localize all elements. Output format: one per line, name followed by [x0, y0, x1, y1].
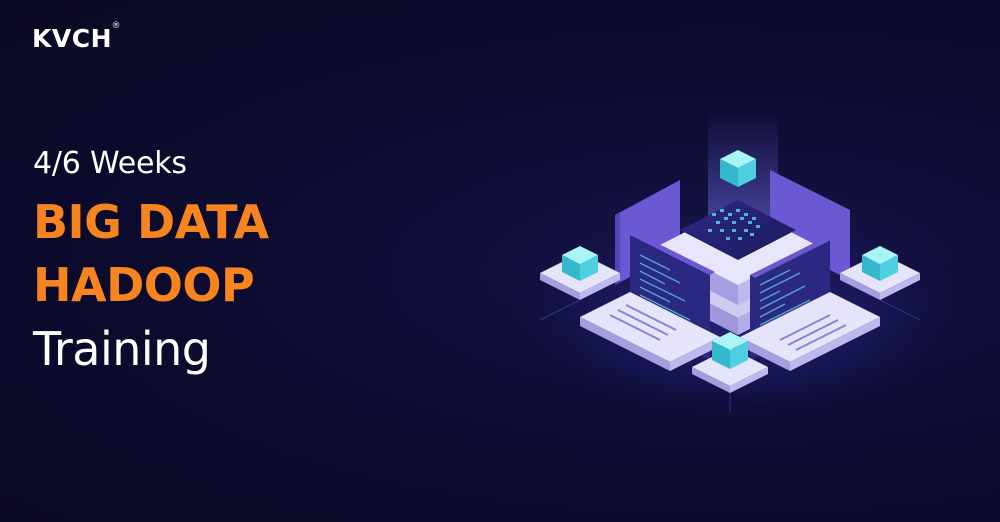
kvch-logo: KVCH® — [32, 21, 121, 53]
logo-text: KVCH — [32, 24, 112, 53]
bottom-data-cube — [692, 332, 768, 393]
right-data-cube — [840, 246, 920, 300]
left-laptop — [580, 232, 720, 371]
connection-lines — [539, 299, 921, 413]
course-title-line-1: BIG DATA — [33, 195, 269, 249]
registered-mark: ® — [111, 21, 121, 31]
course-duration: 4/6 Weeks — [33, 146, 187, 181]
top-data-cube — [720, 150, 756, 187]
course-subtitle: Training — [33, 322, 211, 376]
left-data-cube — [540, 246, 620, 300]
right-laptop — [740, 235, 880, 371]
server-network-illustration-icon — [493, 110, 980, 418]
course-title-line-2: HADOOP — [33, 258, 255, 312]
